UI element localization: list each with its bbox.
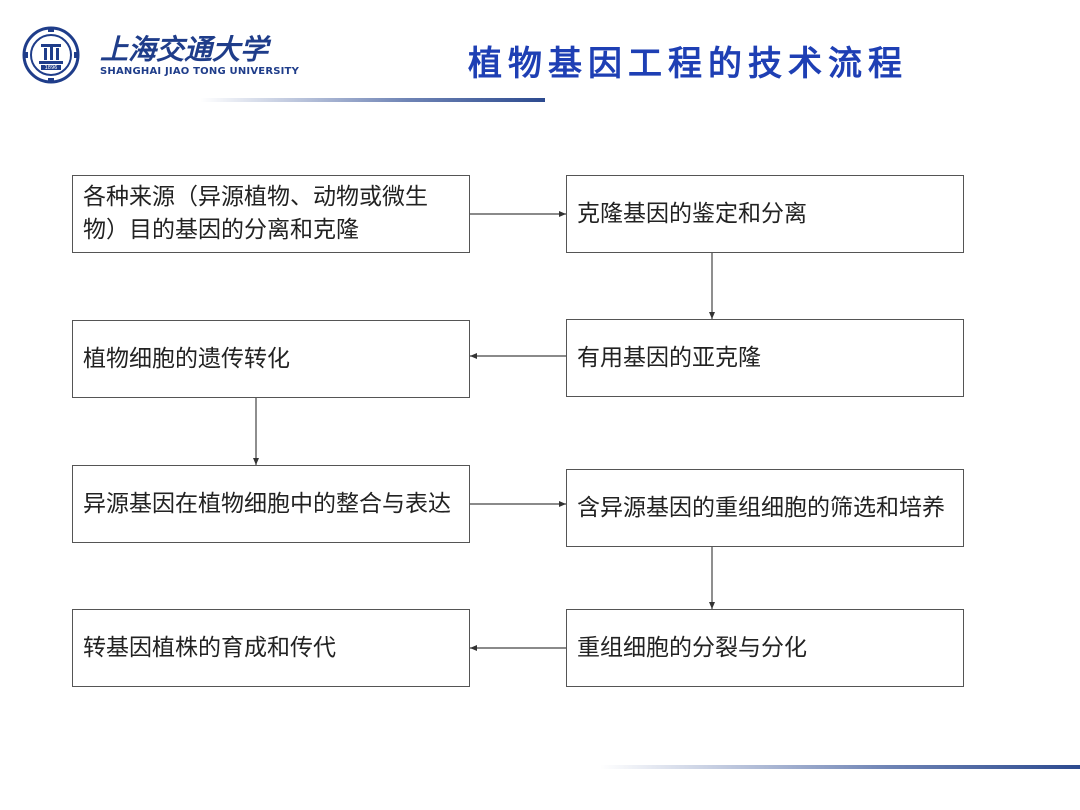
university-seal-icon: 1896 bbox=[22, 26, 80, 84]
step-box-7: 重组细胞的分裂与分化 bbox=[566, 609, 964, 687]
step-text-7: 重组细胞的分裂与分化 bbox=[577, 634, 807, 661]
university-name-cn: 上海交通大学 bbox=[100, 33, 269, 66]
header-rule bbox=[200, 98, 545, 102]
seal-year: 1896 bbox=[45, 65, 58, 71]
footer-rule bbox=[600, 765, 1080, 769]
step-box-6: 含异源基因的重组细胞的筛选和培养 bbox=[566, 469, 964, 547]
university-logo: 1896 上海交通大学 SHANGHAI JIAO TONG UNIVERSIT… bbox=[22, 26, 299, 86]
step-box-2: 克隆基因的鉴定和分离 bbox=[566, 175, 964, 253]
step-text-6: 含异源基因的重组细胞的筛选和培养 bbox=[577, 494, 945, 521]
step-text-5: 异源基因在植物细胞中的整合与表达 bbox=[83, 490, 451, 517]
step-box-3: 有用基因的亚克隆 bbox=[566, 319, 964, 397]
university-name-en: SHANGHAI JIAO TONG UNIVERSITY bbox=[100, 66, 300, 77]
step-text-2: 克隆基因的鉴定和分离 bbox=[577, 200, 807, 227]
step-text-3: 有用基因的亚克隆 bbox=[577, 344, 761, 371]
step-box-5: 异源基因在植物细胞中的整合与表达 bbox=[72, 465, 470, 543]
step-box-4: 植物细胞的遗传转化 bbox=[72, 320, 470, 398]
step-text-8: 转基因植株的育成和传代 bbox=[83, 634, 336, 661]
step-text-1: 各种来源（异源植物、动物或微生物）目的基因的分离和克隆 bbox=[83, 184, 428, 243]
step-text-4: 植物细胞的遗传转化 bbox=[83, 345, 290, 372]
step-box-1: 各种来源（异源植物、动物或微生物）目的基因的分离和克隆 bbox=[72, 175, 470, 253]
slide-title: 植物基因工程的技术流程 bbox=[468, 44, 908, 84]
step-box-8: 转基因植株的育成和传代 bbox=[72, 609, 470, 687]
